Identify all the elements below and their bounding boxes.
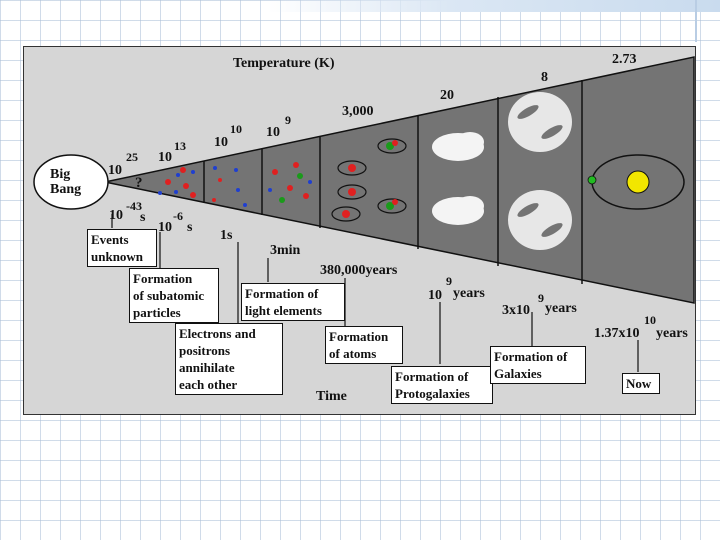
earth-icon [587,175,597,185]
temp-label-3-base: 10 [214,135,228,150]
time-label-4: 3min [270,243,301,258]
time-label-2-unit: s [187,220,193,235]
time-label-6-unit: years [453,286,485,301]
temp-label-2-base: 10 [158,150,172,165]
time-axis-label: Time [316,389,347,404]
diagram-title: Temperature (K) [233,56,335,71]
subatomic-particles [158,167,196,198]
event-box-events-unknown: Events unknown [87,229,157,267]
event-box-galaxies: Formation of Galaxies [490,346,586,384]
temp-label-1-base: 10 [108,163,122,178]
slide-header-bar [268,0,720,12]
time-label-8-exp: 10 [644,313,656,327]
temp-label-1-exp: 25 [126,150,138,164]
time-label-2-exp: -6 [173,209,183,223]
big-bang-label: Big Bang [50,167,82,197]
time-label-7-unit: years [545,301,577,316]
temp-label-8: 2.73 [612,52,637,67]
temp-label-2-exp: 13 [174,139,186,153]
event-box-protogalaxies: Formation of Protogalaxies [391,366,493,404]
temp-label-4-exp: 9 [285,113,291,127]
unknown-mark: ? [135,175,143,191]
time-label-7-base: 3x10 [502,303,530,318]
big-bang-ellipse [33,154,109,210]
event-box-light-elements: Formation of light elements [241,283,345,321]
atoms [331,138,407,222]
temp-label-5: 3,000 [342,104,374,119]
time-label-7-exp: 9 [538,291,544,305]
event-box-now: Now [622,373,660,394]
time-label-6-base: 10 [428,288,442,303]
temp-label-6: 20 [440,88,454,103]
time-label-6-exp: 9 [446,274,452,288]
time-label-8-unit: years [656,326,688,341]
time-label-8-base: 1.37x10 [594,326,640,341]
temp-label-3-exp: 10 [230,122,242,136]
galaxy-arms [517,105,563,237]
time-label-3: 1s [220,228,233,243]
protogalaxies [432,132,484,225]
time-label-1-unit: s [140,210,146,225]
time-label-1-base: 10 [109,208,123,223]
event-box-atoms: Formation of atoms [325,326,403,364]
temp-label-7: 8 [541,70,548,85]
galaxies [508,92,572,250]
time-label-5: 380,000years [320,263,398,278]
expansion-cone [104,56,695,304]
time-label-2-base: 10 [158,220,172,235]
event-box-subatomic-particles: Formation of subatomic particles [129,268,219,323]
temp-label-4-base: 10 [266,125,280,140]
event-box-annihilation: Electrons and positrons annihilate each … [175,323,283,395]
time-label-1-exp: -43 [126,199,142,213]
slide-accent-line [695,0,697,42]
annihilation-particles [212,166,247,207]
light-element-particles [268,162,312,203]
sun-icon [626,170,650,194]
